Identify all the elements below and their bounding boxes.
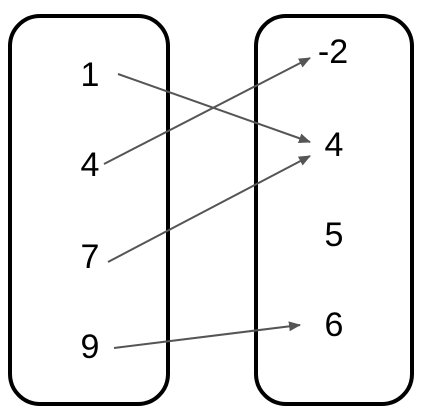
domain-value-3: 7 bbox=[81, 238, 100, 276]
range-set-box bbox=[254, 14, 414, 406]
domain-value-4: 9 bbox=[81, 328, 100, 366]
domain-value-2: 4 bbox=[81, 146, 100, 184]
range-value-4: 6 bbox=[325, 306, 344, 344]
range-value-1: -2 bbox=[318, 33, 348, 71]
domain-value-1: 1 bbox=[81, 56, 100, 94]
domain-set-box bbox=[8, 14, 170, 406]
arrow-9-to-6 bbox=[113, 321, 301, 349]
range-value-3: 5 bbox=[325, 216, 344, 254]
arrow-7-to-4 bbox=[107, 155, 311, 263]
arrow-4-to-neg2 bbox=[103, 57, 311, 165]
range-value-2: 4 bbox=[325, 126, 344, 164]
